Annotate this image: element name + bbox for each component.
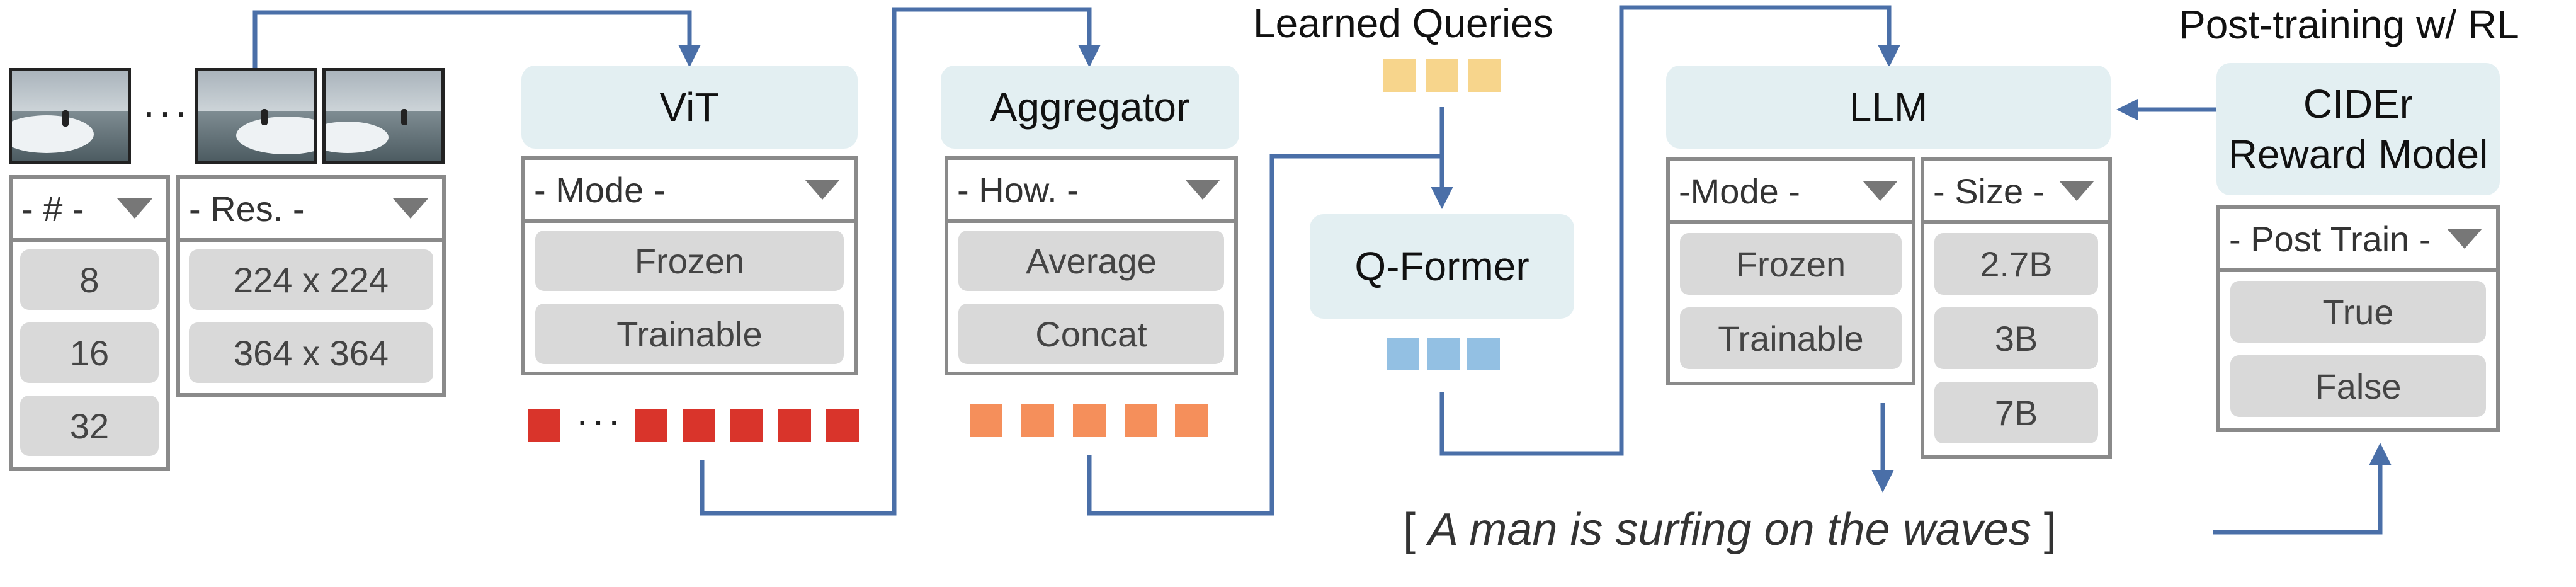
caption-open-bracket: [ xyxy=(1403,504,1429,555)
dropdown-arrow-icon xyxy=(1863,181,1898,201)
aggregator-token xyxy=(1021,404,1054,437)
reward-model-title-line2: Reward Model xyxy=(2228,132,2488,177)
learned-queries-label: Learned Queries xyxy=(1253,1,1553,46)
qformer-token xyxy=(1387,338,1419,370)
vit-block: ViT xyxy=(521,66,858,149)
resolution-dropdown[interactable]: - Res. - 224 x 224 364 x 364 xyxy=(176,175,446,397)
vit-token xyxy=(826,409,859,442)
vit-token xyxy=(528,409,560,442)
qformer-token xyxy=(1427,338,1460,370)
video-frame-1 xyxy=(9,68,131,164)
post-train-label: - Post Train - xyxy=(2229,219,2431,259)
vit-mode-header[interactable]: - Mode - xyxy=(525,160,854,223)
dropdown-arrow-icon xyxy=(2059,181,2094,201)
caption-close-bracket: ] xyxy=(2031,504,2057,555)
vit-token xyxy=(683,409,715,442)
llm-mode-dropdown[interactable]: -Mode - Frozen Trainable xyxy=(1666,157,1915,385)
dropdown-arrow-icon xyxy=(117,198,152,219)
llm-size-header[interactable]: - Size - xyxy=(1924,161,2108,224)
aggregator-token xyxy=(1175,404,1208,437)
llm-size-option[interactable]: 3B xyxy=(1934,307,2098,369)
aggregator-dropdown[interactable]: - How. - Average Concat xyxy=(945,156,1238,375)
frame-count-option[interactable]: 8 xyxy=(20,249,159,310)
llm-size-option[interactable]: 7B xyxy=(1934,382,2098,443)
post-training-label: Post-training w/ RL xyxy=(2179,2,2519,47)
reward-model-title-line1: CIDEr xyxy=(2303,81,2414,127)
frame-count-option[interactable]: 16 xyxy=(20,322,159,383)
aggregator-header[interactable]: - How. - xyxy=(948,160,1234,223)
qformer-token xyxy=(1467,338,1500,370)
vit-token xyxy=(778,409,811,442)
vit-mode-option[interactable]: Frozen xyxy=(535,231,844,291)
frame-count-dropdown[interactable]: - # - 8 16 32 xyxy=(9,175,170,471)
vit-mode-dropdown[interactable]: - Mode - Frozen Trainable xyxy=(521,156,858,375)
video-frame-2 xyxy=(195,68,317,164)
resolution-header[interactable]: - Res. - xyxy=(180,179,442,242)
output-caption: [ A man is surfing on the waves ] xyxy=(1403,504,2057,556)
vit-token-ellipsis: ··· xyxy=(576,397,623,443)
resolution-label: - Res. - xyxy=(189,188,305,229)
resolution-option[interactable]: 364 x 364 xyxy=(189,322,433,383)
frame-count-header[interactable]: - # - xyxy=(13,179,166,242)
vit-token xyxy=(635,409,667,442)
llm-size-dropdown[interactable]: - Size - 2.7B 3B 7B xyxy=(1921,157,2112,459)
dropdown-arrow-icon xyxy=(393,198,428,219)
vit-token xyxy=(730,409,763,442)
resolution-option[interactable]: 224 x 224 xyxy=(189,249,433,310)
aggregator-token xyxy=(1125,404,1157,437)
arrow-caption-to-reward xyxy=(2213,443,2392,535)
arrow-qformer-to-llm xyxy=(1439,5,1900,456)
learned-query-token xyxy=(1468,59,1501,92)
dropdown-arrow-icon xyxy=(2447,229,2482,249)
llm-mode-label: -Mode - xyxy=(1679,171,1800,211)
post-train-header[interactable]: - Post Train - xyxy=(2220,209,2496,272)
arrow-vit-to-aggregator xyxy=(700,7,1101,516)
aggregator-block: Aggregator xyxy=(941,66,1239,149)
qformer-block: Q-Former xyxy=(1310,214,1574,319)
aggregator-option[interactable]: Concat xyxy=(958,304,1224,364)
llm-mode-header[interactable]: -Mode - xyxy=(1670,161,1912,224)
aggregator-option[interactable]: Average xyxy=(958,231,1224,291)
dropdown-arrow-icon xyxy=(805,180,840,200)
post-train-option[interactable]: False xyxy=(2230,355,2486,417)
dropdown-arrow-icon xyxy=(1185,180,1220,200)
arrow-frames-to-vit xyxy=(252,10,701,71)
frames-ellipsis: ··· xyxy=(142,89,190,134)
arrow-aggregator-to-qformer xyxy=(1087,154,1442,516)
reward-model-block: CIDEr Reward Model xyxy=(2216,63,2500,195)
llm-size-label: - Size - xyxy=(1933,171,2045,211)
learned-query-token xyxy=(1383,59,1416,92)
vit-mode-label: - Mode - xyxy=(534,169,666,210)
frame-count-option[interactable]: 32 xyxy=(20,396,159,456)
post-train-option[interactable]: True xyxy=(2230,281,2486,343)
aggregator-token xyxy=(1073,404,1106,437)
llm-size-option[interactable]: 2.7B xyxy=(1934,233,2098,295)
vit-mode-option[interactable]: Trainable xyxy=(535,304,844,364)
caption-text: A man is surfing on the waves xyxy=(1428,504,2031,555)
aggregator-token xyxy=(970,404,1002,437)
post-train-dropdown[interactable]: - Post Train - True False xyxy=(2216,205,2500,432)
llm-mode-option[interactable]: Trainable xyxy=(1680,307,1902,369)
learned-query-token xyxy=(1426,59,1458,92)
frame-count-label: - # - xyxy=(21,188,84,229)
aggregator-label: - How. - xyxy=(957,169,1079,210)
llm-block: LLM xyxy=(1666,66,2111,149)
video-frame-3 xyxy=(322,68,445,164)
llm-mode-option[interactable]: Frozen xyxy=(1680,233,1902,295)
